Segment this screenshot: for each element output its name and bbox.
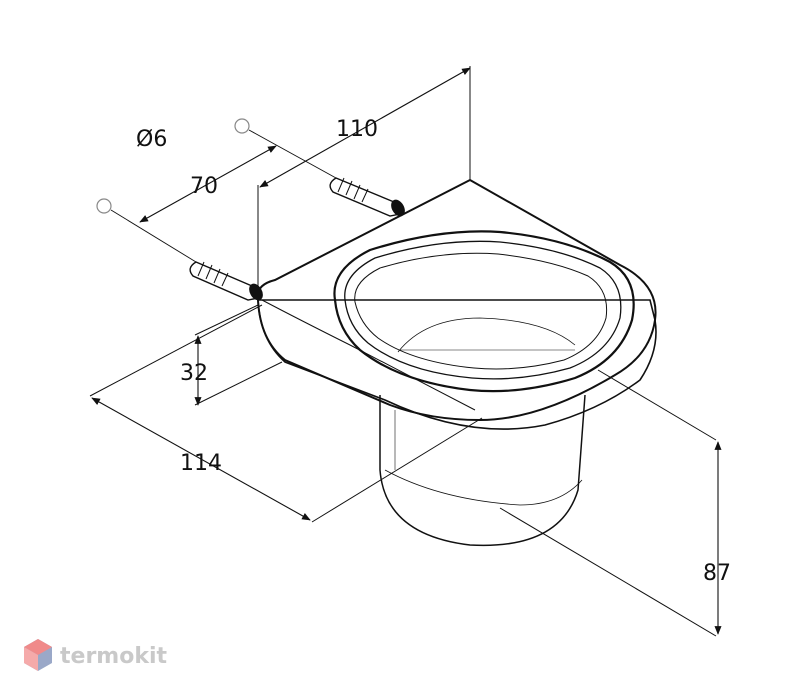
label-depth: 110 (336, 117, 378, 142)
label-width: 114 (180, 451, 222, 476)
label-plate-height: 32 (180, 361, 208, 386)
wall-anchor-back (329, 177, 405, 217)
dimension-height (499, 369, 722, 637)
dimension-width (89, 304, 483, 523)
cube-logo-icon (24, 639, 52, 671)
watermark: termokit (24, 639, 167, 671)
dimension-depth (257, 66, 471, 288)
hole-marker-left (96, 198, 112, 214)
wall-anchor-front (189, 261, 263, 301)
dimension-plate-height (194, 304, 283, 406)
glass-tumbler (379, 394, 586, 547)
label-hole-diameter: Ø6 (136, 127, 167, 152)
holder-body (256, 178, 657, 430)
label-height: 87 (703, 561, 731, 586)
watermark-text: termokit (60, 644, 167, 669)
dimension-screw-spacing (139, 145, 277, 223)
label-screw-spacing: 70 (190, 174, 218, 199)
hole-marker-right (234, 118, 250, 134)
